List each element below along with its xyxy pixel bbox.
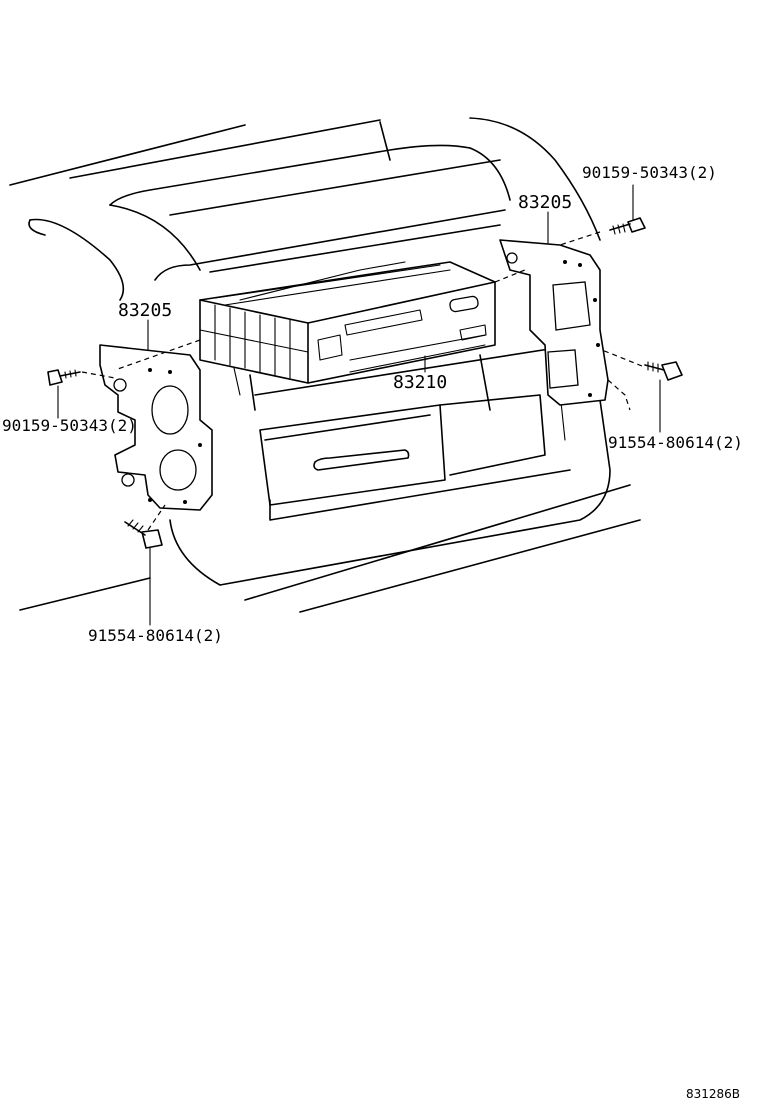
label-bracket-left: 83205 xyxy=(118,300,172,321)
screw-left xyxy=(47,369,81,386)
left-bracket xyxy=(99,344,213,511)
bolt-bottom-left xyxy=(124,519,163,549)
label-bracket-right: 83205 xyxy=(518,192,572,213)
leader-lines xyxy=(57,184,661,626)
label-bolt-right: 91554-80614(2) xyxy=(608,433,743,452)
reference-code: 831286B xyxy=(686,1087,740,1101)
label-radio-unit: 83210 xyxy=(393,372,447,393)
callout-labels: 90159-50343(2) 83205 83205 83210 90159-5… xyxy=(2,163,743,1101)
label-screw-left: 90159-50343(2) xyxy=(2,416,137,435)
bolt-right xyxy=(644,361,683,381)
dashboard-outline xyxy=(9,117,641,613)
label-screw-top-right: 90159-50343(2) xyxy=(582,163,717,182)
right-bracket xyxy=(499,239,609,406)
label-bolt-bottom-left: 91554-80614(2) xyxy=(88,626,223,645)
alignment-lines xyxy=(81,231,643,531)
radio-unit xyxy=(199,261,496,384)
screw-top-right xyxy=(609,217,646,235)
